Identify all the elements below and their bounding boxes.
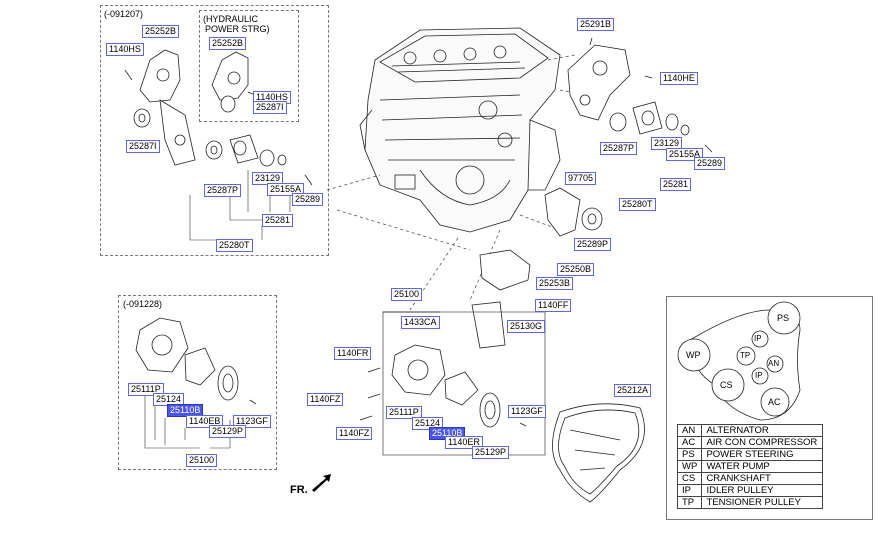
part-label-25110b-left[interactable]: 25110B <box>167 404 204 417</box>
part-label-25100-center[interactable]: 25100 <box>391 288 423 301</box>
belt-pulley-an: AN <box>768 359 780 368</box>
legend-name: ALTERNATOR <box>701 424 823 437</box>
hydraulic-note-line2: POWER STRG) <box>205 24 270 34</box>
part-label-25124-center[interactable]: 25124 <box>412 417 444 430</box>
part-label-1433ca[interactable]: 1433CA <box>401 316 440 329</box>
part-label-25280t[interactable]: 25280T <box>216 239 253 252</box>
part-label-25129p-left[interactable]: 25129P <box>209 425 247 438</box>
serpentine-belt <box>552 403 645 503</box>
legend-name: POWER STEERING <box>701 448 823 461</box>
part-label-1140he[interactable]: 1140HE <box>660 72 698 85</box>
part-label-25252b[interactable]: 25252B <box>142 25 180 38</box>
belt-pulley-ac: AC <box>768 397 781 407</box>
hydraulic-note-line1: (HYDRAULIC <box>203 14 259 24</box>
bl-water-pump <box>135 317 257 405</box>
part-label-25124-left[interactable]: 25124 <box>153 393 185 406</box>
part-label-1140fz-lower[interactable]: 1140FZ <box>336 427 373 440</box>
belt-pulley-ip-lower: IP <box>755 371 763 380</box>
tr-tensioner-assembly <box>567 37 713 153</box>
part-label-25281[interactable]: 25281 <box>262 214 294 227</box>
part-label-25289p[interactable]: 25289P <box>574 238 612 251</box>
legend-name: TENSIONER PULLEY <box>701 496 823 509</box>
engine-block-illustration <box>359 27 561 233</box>
part-label-1140fz-upper[interactable]: 1140FZ <box>307 393 344 406</box>
legend-code: AN <box>676 424 703 437</box>
legend-name: WATER PUMP <box>701 460 823 473</box>
hydraulic-bracket <box>211 51 259 113</box>
part-label-25155a[interactable]: 25155A <box>267 183 305 196</box>
part-label-25280t-right[interactable]: 25280T <box>619 198 656 211</box>
legend-name: IDLER PULLEY <box>701 484 823 497</box>
belt-pulley-tp: TP <box>740 351 751 360</box>
part-label-25253b[interactable]: 25253B <box>536 277 574 290</box>
part-label-25287p[interactable]: 25287P <box>204 184 242 197</box>
part-label-25250b[interactable]: 25250B <box>557 263 595 276</box>
idler-bracket <box>479 177 603 291</box>
bottom-left-note: (-091228) <box>123 299 163 309</box>
legend-code: IP <box>676 484 703 497</box>
belt-pulley-ip-upper: IP <box>754 334 762 343</box>
part-label-25289-right[interactable]: 25289 <box>694 157 726 170</box>
center-water-pump <box>359 301 546 456</box>
belt-pulley-cs: CS <box>720 380 733 390</box>
part-label-1140er[interactable]: 1140ER <box>445 436 483 449</box>
belt-pulley-wp: WP <box>686 350 701 360</box>
part-label-1140ff[interactable]: 1140FF <box>535 299 572 312</box>
legend-code: TP <box>676 496 703 509</box>
top-left-note: (-091207) <box>104 9 144 19</box>
legend-code: WP <box>676 460 703 473</box>
part-label-1123gf-center[interactable]: 1123GF <box>508 405 546 418</box>
part-label-25287p-right[interactable]: 25287P <box>600 142 638 155</box>
part-label-25281-right[interactable]: 25281 <box>660 178 692 191</box>
part-label-25287i-hydraulic[interactable]: 25287I <box>253 101 287 114</box>
part-label-97705[interactable]: 97705 <box>565 172 597 185</box>
part-label-25111p-center[interactable]: 25111P <box>386 406 422 419</box>
part-label-25111p-left[interactable]: 25111P <box>128 383 164 396</box>
front-indicator: FR. <box>290 484 308 496</box>
legend-code: PS <box>676 448 703 461</box>
legend-code: AC <box>676 436 703 449</box>
front-arrow-icon <box>312 474 331 492</box>
belt-pulley-ps: PS <box>777 313 790 323</box>
part-label-25291b[interactable]: 25291B <box>577 18 615 31</box>
part-label-1140hs[interactable]: 1140HS <box>106 43 144 56</box>
bottom-left-group-box <box>118 295 277 470</box>
hydraulic-sub-box <box>199 10 299 122</box>
part-label-1140fr[interactable]: 1140FR <box>334 347 372 360</box>
tl-tensioner-assembly <box>124 49 313 186</box>
part-label-25212a[interactable]: 25212A <box>614 384 652 397</box>
part-label-1140eb[interactable]: 1140EB <box>186 415 224 428</box>
belt-routing-diagram <box>677 301 801 421</box>
part-label-1123gf-left[interactable]: 1123GF <box>233 415 271 428</box>
part-label-25289[interactable]: 25289 <box>292 193 324 206</box>
part-label-25130g[interactable]: 25130G <box>507 320 546 333</box>
part-label-25287i[interactable]: 25287I <box>126 140 160 153</box>
legend-code: CS <box>676 472 703 485</box>
legend-name: AIR CON COMPRESSOR <box>701 436 823 449</box>
part-label-25129p-center[interactable]: 25129P <box>472 446 510 459</box>
top-left-group-box <box>100 5 329 256</box>
belt-layout-box <box>666 296 873 520</box>
part-label-25252b-hydraulic[interactable]: 25252B <box>209 37 247 50</box>
legend-name: CRANKSHAFT <box>701 472 823 485</box>
part-label-25155a-right[interactable]: 25155A <box>666 148 704 161</box>
part-label-25100-left[interactable]: 25100 <box>186 454 218 467</box>
